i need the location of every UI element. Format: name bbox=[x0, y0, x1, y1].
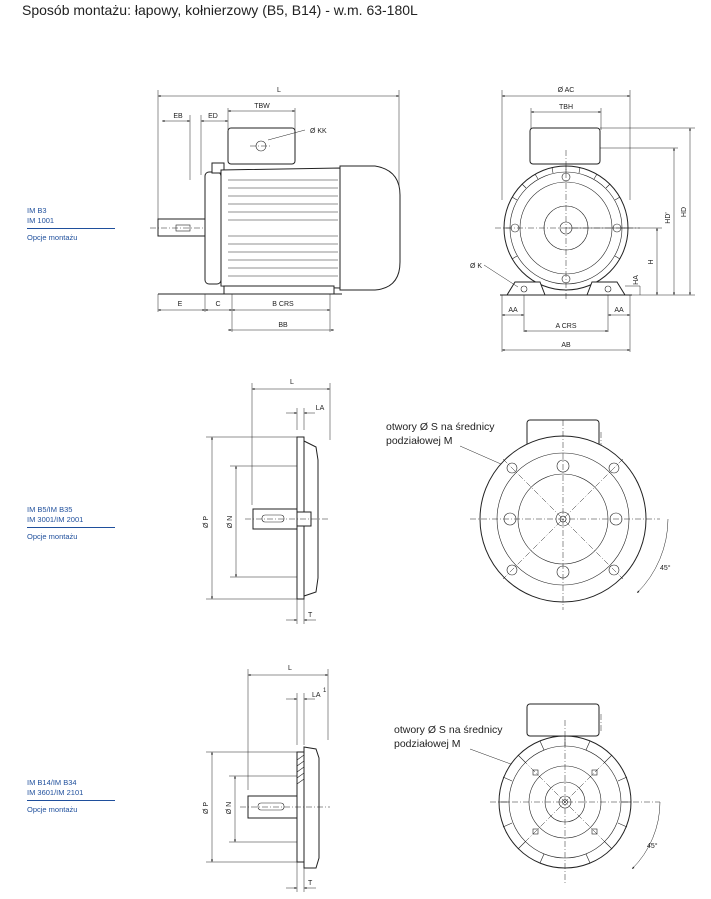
dim-label-hd: HD bbox=[681, 207, 688, 217]
angle-label: 45° bbox=[660, 564, 671, 572]
mounting-options-link[interactable]: Opcje montażu bbox=[27, 805, 78, 814]
mounting-code: IM B5/IM B35 bbox=[27, 505, 73, 514]
dim-label-bcrs: B CRS bbox=[272, 301, 294, 308]
holes-note-line1: otwory Ø S na średnicy bbox=[386, 421, 495, 433]
dim-label-aa-left: AA bbox=[508, 307, 518, 314]
side-view-b5-flange: L LA Ø P Ø N T bbox=[203, 379, 331, 624]
dim-label-eb: EB bbox=[173, 113, 183, 120]
mounting-code-iec: IM 3001/IM 2001 bbox=[27, 514, 84, 524]
dim-label-hd-prime: HD' bbox=[665, 212, 672, 223]
dim-label-p: Ø P bbox=[203, 802, 210, 814]
divider bbox=[27, 800, 115, 801]
front-view-b5-flange: otwory Ø S na średnicy podziałowej M 45° bbox=[386, 419, 671, 610]
dim-label-acrs: A CRS bbox=[555, 323, 576, 330]
holes-note-line1: otwory Ø S na średnicy bbox=[394, 724, 503, 736]
dim-label-l: L bbox=[288, 665, 292, 672]
dim-label-aa-right: AA bbox=[614, 307, 624, 314]
mounting-option-b5: IM B5/IM B35 IM 3001/IM 2001 Opcje monta… bbox=[27, 505, 115, 542]
mounting-options-link[interactable]: Opcje montażu bbox=[27, 532, 78, 541]
mounting-code: IM B14/IM B34 bbox=[27, 778, 77, 787]
mounting-option-b14: IM B14/IM B34 IM 3601/IM 2101 Opcje mont… bbox=[27, 778, 115, 815]
dim-label-t: T bbox=[308, 880, 313, 887]
dim-label-p: Ø P bbox=[203, 516, 210, 528]
front-view-foot-mounted: Ø AC TBH Ø K bbox=[470, 87, 695, 352]
holes-note-line2: podziałowej M bbox=[386, 435, 453, 447]
dim-label-la: LA bbox=[316, 405, 325, 412]
dim-label-n: Ø N bbox=[227, 516, 234, 528]
side-view-b14-flange: L LA 1 Ø P Ø N T bbox=[203, 665, 330, 892]
dim-label-tbw: TBW bbox=[254, 103, 270, 110]
side-view-foot-mounted: L EB ED TBW Ø KK bbox=[150, 87, 401, 332]
holes-note-line2: podziałowej M bbox=[394, 738, 461, 750]
dim-label-bb: BB bbox=[278, 322, 288, 329]
mounting-code-iec: IM 1001 bbox=[27, 215, 55, 225]
mounting-code: IM B3 bbox=[27, 206, 47, 215]
dim-label-k: Ø K bbox=[470, 263, 482, 270]
dim-label-ed: ED bbox=[208, 113, 218, 120]
dim-label-h: H bbox=[648, 259, 655, 264]
dim-label-l: L bbox=[290, 379, 294, 386]
dim-label-kk: Ø KK bbox=[310, 128, 327, 135]
dim-label-ac: Ø AC bbox=[558, 87, 575, 94]
dim-label-la: LA bbox=[312, 692, 321, 699]
dim-label-c: C bbox=[215, 301, 220, 308]
front-view-b14-flange: otwory Ø S na średnicy podziałowej M 45° bbox=[394, 703, 661, 885]
dim-label-l: L bbox=[277, 87, 281, 94]
page-title: Sposób montażu: łapowy, kołnierzowy (B5,… bbox=[22, 2, 418, 18]
mounting-options-link[interactable]: Opcje montażu bbox=[27, 233, 78, 242]
dim-label-t: T bbox=[308, 612, 313, 619]
dim-label-e: E bbox=[178, 301, 183, 308]
angle-label: 45° bbox=[647, 842, 658, 850]
dim-label-tbh: TBH bbox=[559, 104, 573, 111]
mounting-code-iec: IM 3601/IM 2101 bbox=[27, 787, 84, 797]
divider bbox=[27, 527, 115, 528]
dim-label-ab: AB bbox=[561, 342, 571, 349]
dim-label-ha: HA bbox=[633, 275, 640, 285]
divider bbox=[27, 228, 115, 229]
dim-label-la-superscript: 1 bbox=[323, 688, 327, 694]
mounting-option-b3: IM B3 IM 1001 Opcje montażu bbox=[27, 206, 115, 243]
dim-label-n: Ø N bbox=[226, 802, 233, 814]
